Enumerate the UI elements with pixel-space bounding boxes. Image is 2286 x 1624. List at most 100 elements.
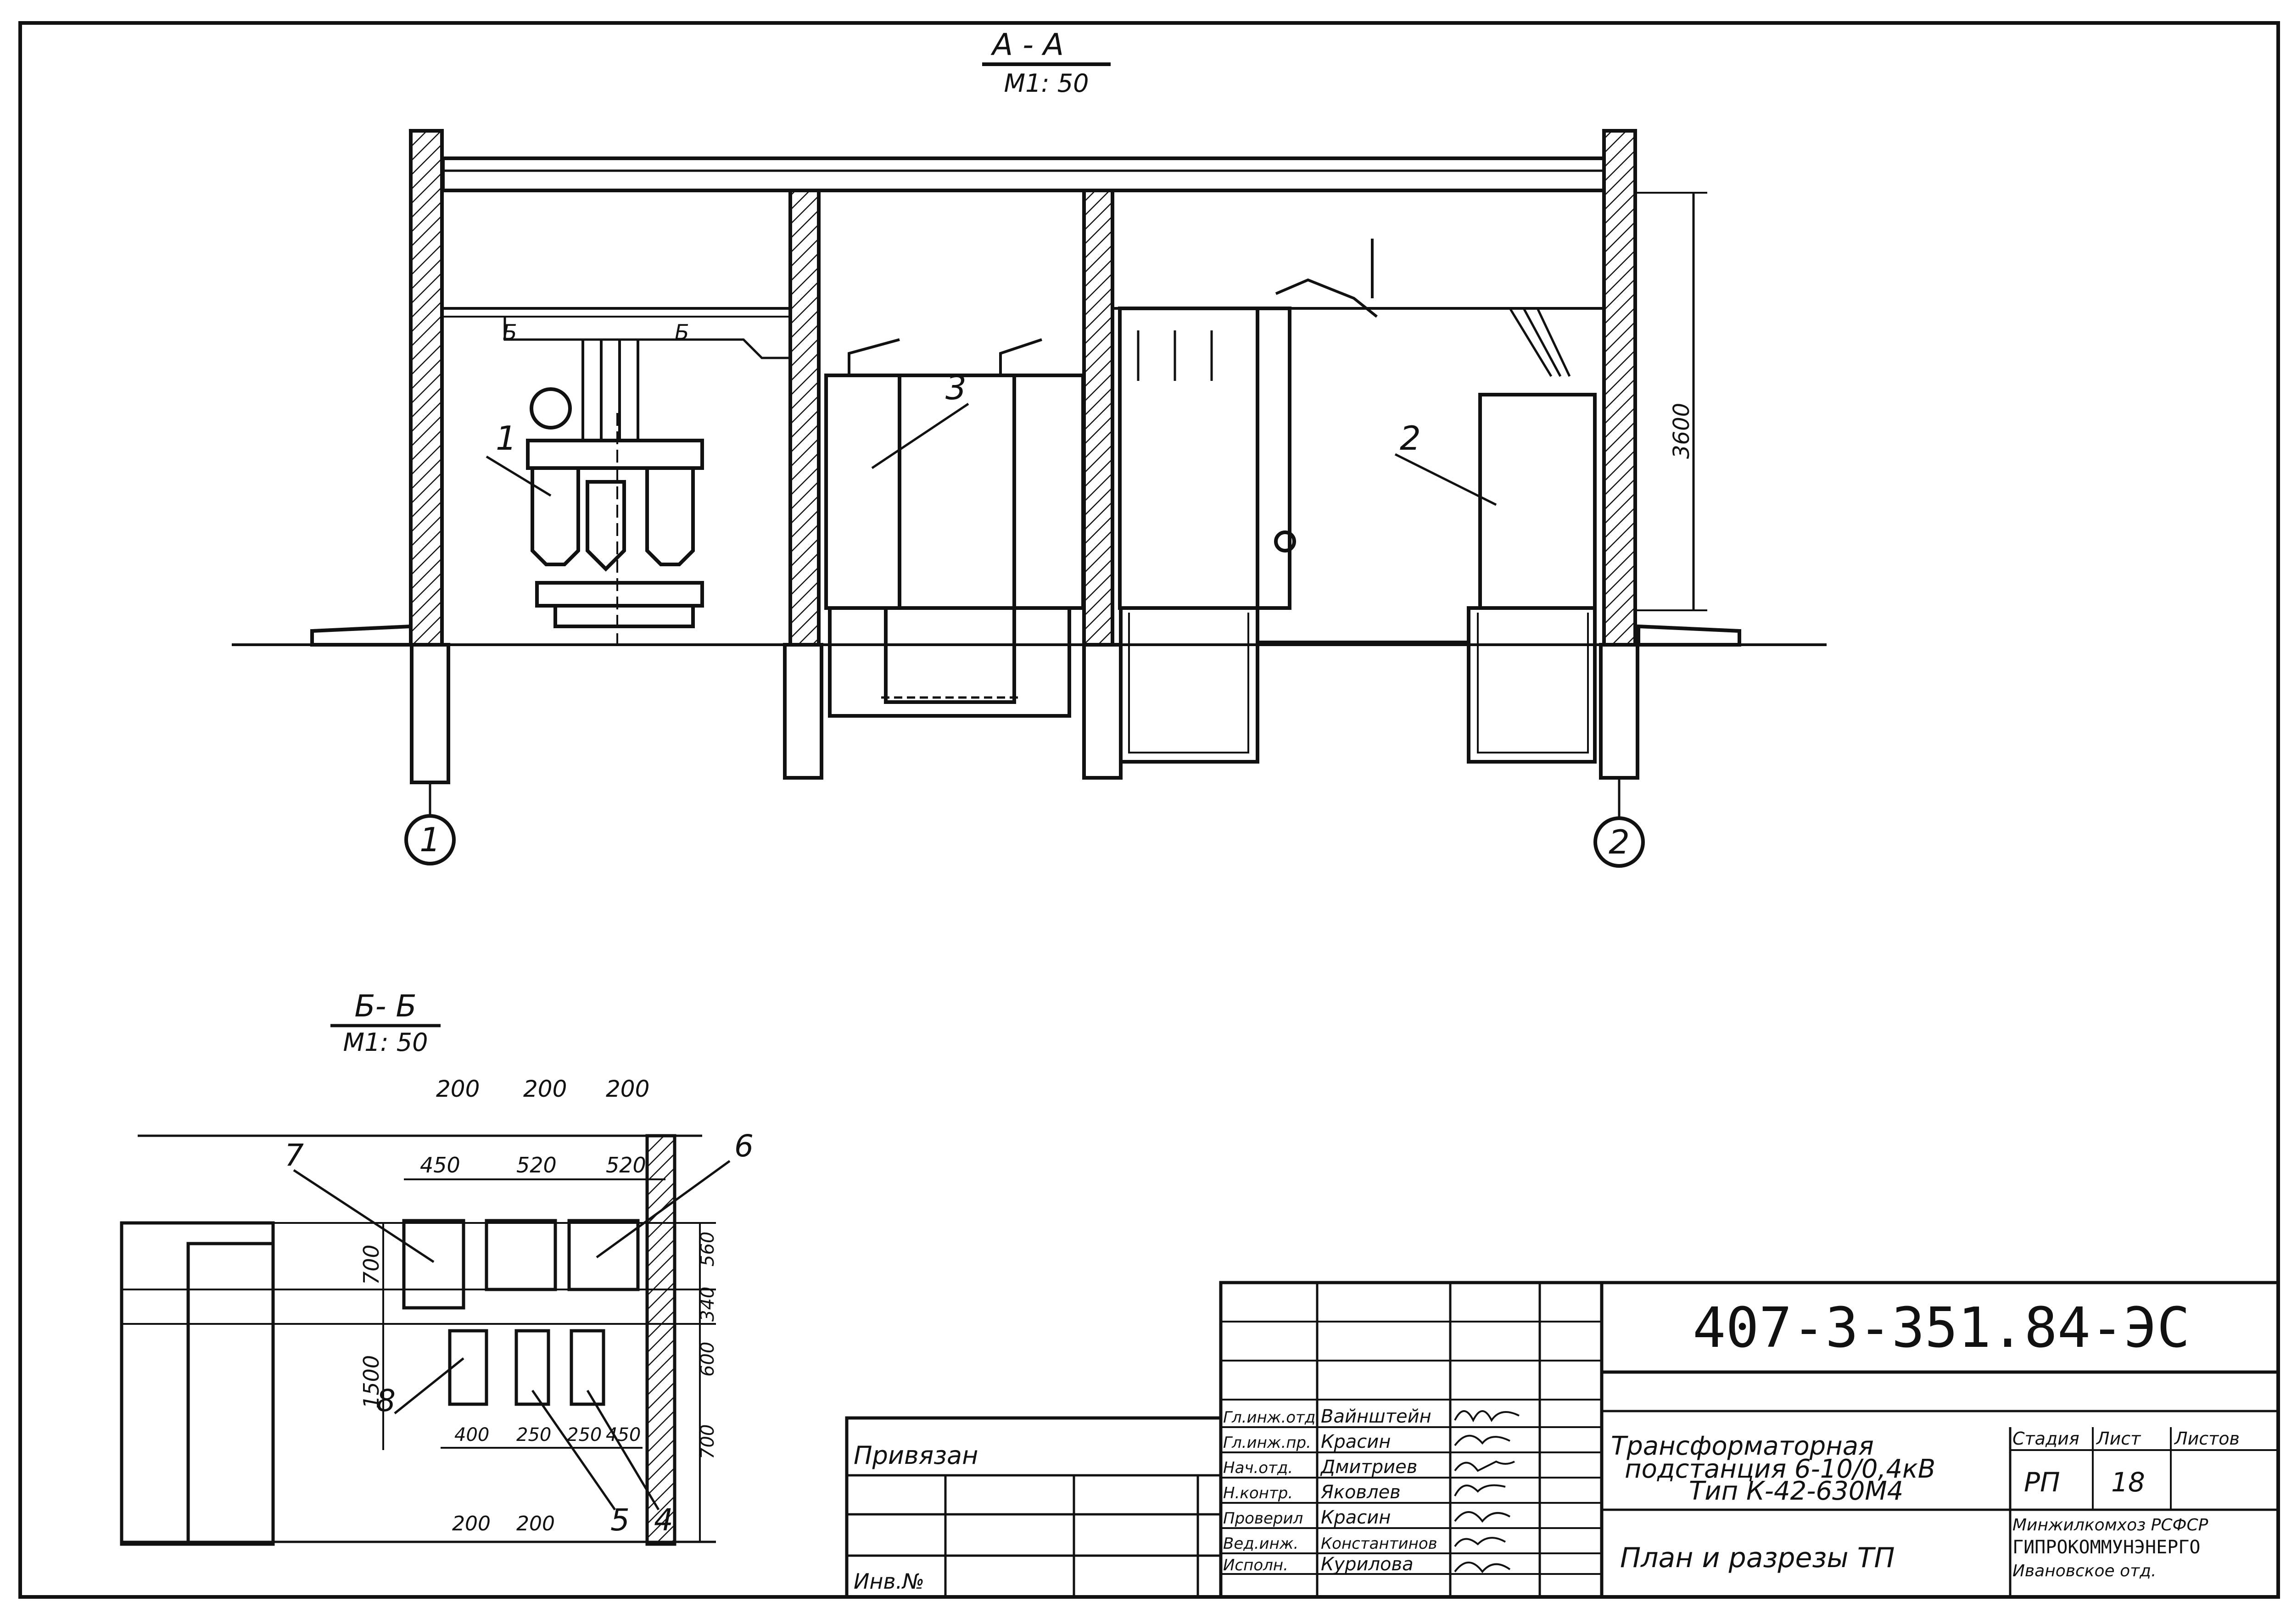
bb-gap-dim-1: 200 (452, 1512, 491, 1535)
bb-callout-7: 7 (285, 1138, 304, 1173)
radiator-3 (645, 466, 695, 566)
bb-bottom-dim-4: 450 (606, 1424, 641, 1445)
lv-handle (1274, 530, 1296, 552)
sig-name-0: Вайнштейн (1321, 1406, 1431, 1427)
bb-door-leaf (186, 1242, 275, 1546)
bb-callout-8: 8 (376, 1383, 396, 1418)
axis-2-circle (1593, 816, 1645, 868)
trench-rnn-right (1121, 606, 1597, 764)
callout-3-leader (871, 402, 969, 469)
org-line-1: Минжилкомхоз РСФСР (2012, 1516, 2208, 1535)
section-aa-scale: М1: 50 (1004, 69, 1089, 98)
foundation-mid-right (1082, 643, 1123, 780)
hv-cable-line (532, 338, 790, 359)
trench-rnn-inner-2 (1477, 613, 1589, 753)
bb-opening-mid (485, 1219, 557, 1291)
wall-middle-right (1082, 189, 1114, 647)
conservator-tank (530, 387, 572, 430)
bus-mark-b-2: Б (675, 320, 689, 345)
radiator-2 (586, 480, 626, 572)
lv-top-connector (1275, 278, 1378, 318)
callout-1-leader (486, 455, 552, 497)
privyazan-label: Привязан (854, 1441, 978, 1470)
sig-role-3: Н.контр. (1223, 1484, 1293, 1502)
bb-opening-7 (402, 1219, 465, 1310)
bb-bottom-dim-3: 250 (567, 1424, 602, 1445)
bb-right-dim-2: 340 (697, 1287, 718, 1322)
sig-role-6: Исполн. (1223, 1556, 1288, 1574)
callout-2: 2 (1400, 419, 1421, 458)
bb-left-dim-700: 700 (359, 1245, 384, 1285)
hv-cabinet: 3 (824, 338, 1085, 610)
sig-name-3: Яковлев (1320, 1482, 1401, 1503)
bb-right-dim-4: 700 (697, 1424, 718, 1459)
lv-panel-left (1118, 307, 1259, 610)
handwritten-signatures (1454, 1410, 1520, 1574)
org-line-2: ГИПРОКОММУНЭНЕРГО (2012, 1537, 2200, 1558)
bb-callout-6: 6 (734, 1128, 754, 1164)
callout-3: 3 (945, 368, 967, 407)
foundation-axis-2 (1599, 643, 1639, 780)
trench-rnn-left (1119, 608, 1259, 764)
privyazan-block (845, 1416, 1223, 1599)
bb-bottom-dim-1: 400 (454, 1424, 489, 1445)
sig-role-2: Нач.отд. (1223, 1459, 1293, 1477)
hv-cabinet-top-fittings (848, 338, 1042, 375)
bb-gap-dim-2: 200 (516, 1512, 555, 1535)
bb-opening-5 (514, 1329, 550, 1406)
axis-1-label: 1 (419, 820, 441, 859)
bb-callout-4-leader (586, 1390, 660, 1511)
sig-name-5: Константинов (1321, 1535, 1437, 1553)
foundation-mid-left (783, 643, 823, 780)
section-bb: Б- Б М1: 50 200 200 200 450 520 520 400 … (120, 988, 754, 1546)
doc-number: 407-3-351.84-ЭС (1693, 1296, 2190, 1360)
lv-cables (1509, 307, 1571, 377)
bb-callout-6-leader (596, 1160, 731, 1259)
sheet-label: Лист (2096, 1429, 2141, 1449)
sig-role-0: Гл.инж.отд. (1223, 1408, 1320, 1427)
section-bb-title: Б- Б (354, 988, 416, 1024)
right-blind-area (1637, 624, 1741, 647)
bb-top-dim-3: 200 (606, 1076, 649, 1102)
bb-door-opening (120, 1221, 275, 1546)
bb-opening-4 (570, 1329, 605, 1406)
sig-name-2: Дмитриев (1320, 1457, 1417, 1478)
bb-right-dim-3: 600 (697, 1342, 718, 1377)
stage-value: РП (2024, 1467, 2060, 1498)
section-bb-scale: М1: 50 (343, 1028, 428, 1057)
bb-right-dim-1: 560 (697, 1232, 718, 1267)
sig-role-5: Вед.инж. (1223, 1535, 1298, 1553)
sig-role-4: Проверил (1223, 1509, 1303, 1528)
bb-row-dim-2: 520 (516, 1153, 557, 1178)
bb-left-dim-1500: 1500 (359, 1355, 384, 1409)
wall-middle-left (788, 189, 821, 647)
sig-name-6: Курилова (1321, 1554, 1414, 1575)
trench-rnn-inner (1128, 613, 1249, 753)
title-block: Привязан Инв.№ 407-3-351.84-ЭС Трансформ… (845, 1281, 2280, 1599)
lv-switchgear: 2 (1112, 239, 1604, 610)
sheet-value: 18 (2111, 1467, 2145, 1498)
bus-bracket (503, 317, 532, 341)
hv-cabinet-side (1012, 374, 1085, 610)
callout-2-leader (1394, 453, 1497, 506)
lv-panel-side (1256, 307, 1291, 610)
transformer: 1 Б Б (443, 307, 790, 645)
bb-top-dim-1: 200 (436, 1076, 480, 1102)
project-title-1: Трансформаторная (1611, 1431, 1874, 1461)
transformer-plinth (553, 604, 695, 628)
sig-name-4: Красин (1321, 1507, 1391, 1528)
sheet-title: План и разрезы ТП (1620, 1542, 1895, 1574)
dim-height-value: 3600 (1669, 403, 1694, 459)
bb-top-dim-2: 200 (523, 1076, 567, 1102)
trench-rvn (828, 606, 1071, 718)
radiator-1 (531, 466, 580, 566)
axis-2-label: 2 (1609, 823, 1630, 861)
transformer-base (535, 581, 704, 608)
wall-axis-2 (1602, 129, 1637, 647)
callout-1: 1 (496, 419, 517, 458)
transformer-top-cover (526, 439, 704, 470)
wall-axis-1 (409, 129, 444, 647)
bb-callout-8-leader (394, 1357, 464, 1414)
